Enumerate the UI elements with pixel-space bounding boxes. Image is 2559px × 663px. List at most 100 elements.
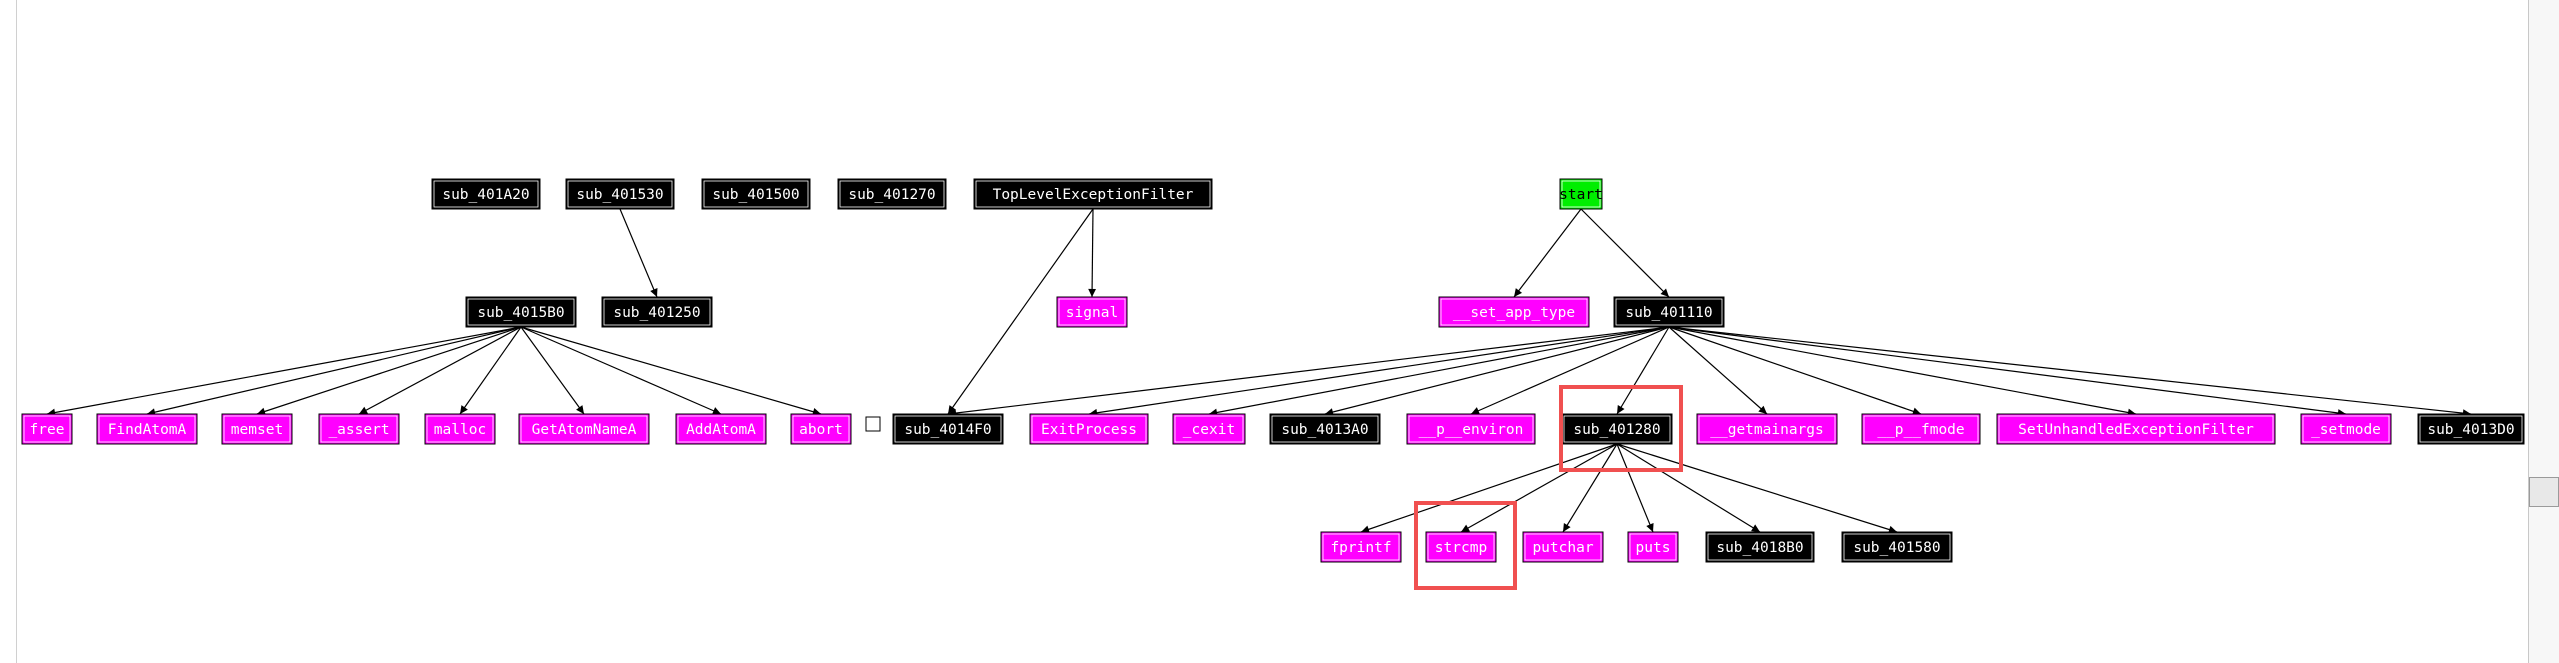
node-malloc[interactable]: malloc bbox=[424, 413, 496, 445]
node-box[interactable] bbox=[837, 178, 947, 210]
node-_setmode[interactable]: _setmode bbox=[2300, 413, 2392, 445]
node-box[interactable] bbox=[1861, 413, 1981, 445]
node-inner-border bbox=[1271, 415, 1379, 443]
node-box[interactable] bbox=[221, 413, 293, 445]
node-label: sub_401A20 bbox=[442, 187, 529, 203]
node-__getmainargs[interactable]: __getmainargs bbox=[1696, 413, 1838, 445]
node-sub_4015B0[interactable]: sub_4015B0 bbox=[465, 296, 577, 328]
node-box[interactable] bbox=[318, 413, 400, 445]
node-label: sub_401250 bbox=[613, 305, 700, 321]
node-box[interactable] bbox=[1613, 296, 1725, 328]
node-TopLevelExceptionFilter[interactable]: TopLevelExceptionFilter bbox=[973, 178, 1213, 210]
node-__p__fmode[interactable]: __p__fmode bbox=[1861, 413, 1981, 445]
node-inner-border bbox=[1440, 298, 1588, 326]
node-box[interactable] bbox=[1996, 413, 2276, 445]
node-free[interactable]: free bbox=[21, 413, 73, 445]
edge-sub_401110-to-sub_4013D0 bbox=[1668, 326, 2472, 415]
node-label: _setmode bbox=[2311, 422, 2381, 438]
node-sub_4014F0[interactable]: sub_4014F0 bbox=[892, 413, 1004, 445]
node-FindAtomA[interactable]: FindAtomA bbox=[96, 413, 198, 445]
node-box[interactable] bbox=[1705, 531, 1815, 563]
node-box[interactable] bbox=[1425, 531, 1497, 563]
node-box[interactable] bbox=[1172, 413, 1246, 445]
node-SetUnhandledExceptionFilter[interactable]: SetUnhandledExceptionFilter bbox=[1996, 413, 2276, 445]
node-inner-border bbox=[703, 180, 809, 208]
edge-sub_401110-to-sub_401280 bbox=[1616, 326, 1670, 415]
node-inner-border bbox=[1031, 415, 1147, 443]
node-box[interactable] bbox=[431, 178, 541, 210]
node-box[interactable] bbox=[424, 413, 496, 445]
node-sub_401530[interactable]: sub_401530 bbox=[565, 178, 675, 210]
node-GetAtomNameA[interactable]: GetAtomNameA bbox=[518, 413, 650, 445]
node-box[interactable] bbox=[96, 413, 198, 445]
node-sub_401270[interactable]: sub_401270 bbox=[837, 178, 947, 210]
nodes-layer: sub_401A20 sub_401530 sub_401500 sub_401270… bbox=[21, 178, 2525, 563]
node-strcmp[interactable]: strcmp bbox=[1425, 531, 1497, 563]
edge-sub_4015B0-to-malloc bbox=[459, 326, 522, 415]
node-box[interactable] bbox=[973, 178, 1213, 210]
node-box[interactable] bbox=[2417, 413, 2525, 445]
node-putchar[interactable]: putchar bbox=[1522, 531, 1604, 563]
node-box[interactable] bbox=[1561, 413, 1673, 445]
node-inner-border bbox=[1998, 415, 2274, 443]
node-sub_4013D0[interactable]: sub_4013D0 bbox=[2417, 413, 2525, 445]
node-sub_401A20[interactable]: sub_401A20 bbox=[431, 178, 541, 210]
edge-sub_401110-to-_cexit bbox=[1208, 326, 1670, 415]
node-__p__environ[interactable]: __p__environ bbox=[1406, 413, 1536, 445]
node-box[interactable] bbox=[465, 296, 577, 328]
node-box[interactable] bbox=[892, 413, 1004, 445]
edges-layer bbox=[46, 208, 2472, 534]
node-sub_401250[interactable]: sub_401250 bbox=[601, 296, 713, 328]
node-label: sub_401270 bbox=[848, 187, 935, 203]
arrowhead-sub_401280-to-sub_401580 bbox=[1888, 525, 1897, 534]
node-sub_401580[interactable]: sub_401580 bbox=[1841, 531, 1953, 563]
node-box[interactable] bbox=[21, 413, 73, 445]
node-fprintf[interactable]: fprintf bbox=[1320, 531, 1402, 563]
scrollbar-thumb[interactable] bbox=[2529, 477, 2559, 507]
node-box[interactable] bbox=[1559, 178, 1603, 210]
node-box[interactable] bbox=[1696, 413, 1838, 445]
node-box[interactable] bbox=[601, 296, 713, 328]
node-puts[interactable]: puts bbox=[1627, 531, 1679, 563]
node-label: free bbox=[30, 422, 65, 438]
arrowhead-start-to-sub_401110 bbox=[1660, 288, 1669, 297]
node-ExitProcess[interactable]: ExitProcess bbox=[1029, 413, 1149, 445]
node-box[interactable] bbox=[1406, 413, 1536, 445]
node-box[interactable] bbox=[565, 178, 675, 210]
node-sub_401500[interactable]: sub_401500 bbox=[701, 178, 811, 210]
arrowhead-TopLevelExceptionFilter-to-signal bbox=[1088, 288, 1097, 297]
node-_assert[interactable]: _assert bbox=[318, 413, 400, 445]
node-box[interactable] bbox=[1522, 531, 1604, 563]
node-start[interactable]: start bbox=[1559, 178, 1603, 210]
node-box[interactable] bbox=[1320, 531, 1402, 563]
node-box[interactable] bbox=[1029, 413, 1149, 445]
node-__set_app_type[interactable]: __set_app_type bbox=[1438, 296, 1590, 328]
arrowhead-sub_401530-to-sub_401250 bbox=[650, 288, 658, 297]
node-sub_4018B0[interactable]: sub_4018B0 bbox=[1705, 531, 1815, 563]
vertical-scrollbar[interactable] bbox=[2528, 0, 2559, 663]
node-box[interactable] bbox=[1841, 531, 1953, 563]
node-box[interactable] bbox=[790, 413, 852, 445]
node-sub_401280[interactable]: sub_401280 bbox=[1561, 413, 1673, 445]
edge-sub_4015B0-to-memset bbox=[256, 326, 522, 415]
node-box[interactable] bbox=[2300, 413, 2392, 445]
node-box[interactable] bbox=[1438, 296, 1590, 328]
node-box[interactable] bbox=[1056, 296, 1128, 328]
node-sub_4013A0[interactable]: sub_4013A0 bbox=[1269, 413, 1381, 445]
node-label: sub_401280 bbox=[1573, 422, 1660, 438]
node-box[interactable] bbox=[701, 178, 811, 210]
node-memset[interactable]: memset bbox=[221, 413, 293, 445]
node-box[interactable] bbox=[675, 413, 767, 445]
node-box[interactable] bbox=[518, 413, 650, 445]
node-sub_401110[interactable]: sub_401110 bbox=[1613, 296, 1725, 328]
edge-sub_401280-to-putchar bbox=[1562, 443, 1618, 533]
node-signal[interactable]: signal bbox=[1056, 296, 1128, 328]
node-AddAtomA[interactable]: AddAtomA bbox=[675, 413, 767, 445]
node-label: strcmp bbox=[1435, 540, 1487, 556]
node-box[interactable] bbox=[1269, 413, 1381, 445]
node-_cexit[interactable]: _cexit bbox=[1172, 413, 1246, 445]
node-label: fprintf bbox=[1330, 540, 1391, 556]
node-abort[interactable]: abort bbox=[790, 413, 852, 445]
node-box[interactable] bbox=[1627, 531, 1679, 563]
